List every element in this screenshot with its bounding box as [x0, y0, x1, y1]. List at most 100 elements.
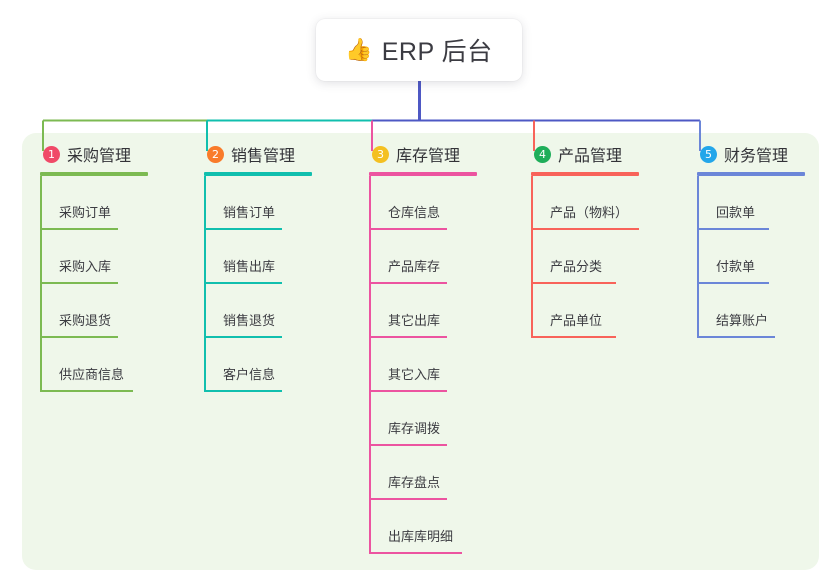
leaf-item[interactable]: 产品（物料） — [531, 176, 639, 230]
column-title-3: 库存管理 — [396, 148, 461, 165]
leaf-item[interactable]: 客户信息 — [204, 338, 312, 392]
leaf-item[interactable]: 采购入库 — [40, 230, 148, 284]
leaf-label: 产品（物料） — [550, 205, 629, 220]
leaf-label: 产品单位 — [550, 313, 603, 328]
leaf-item[interactable]: 销售退货 — [204, 284, 312, 338]
leaf-list-2: 销售订单销售出库销售退货客户信息 — [204, 176, 312, 392]
leaf-rule — [40, 390, 133, 392]
leaf-label: 回款单 — [716, 205, 756, 220]
leaf-spine-1 — [40, 176, 42, 392]
leaf-label: 付款单 — [716, 259, 756, 274]
leaf-item[interactable]: 其它入库 — [369, 338, 477, 392]
leaf-label: 采购订单 — [59, 205, 112, 220]
leaf-item[interactable]: 回款单 — [697, 176, 805, 230]
leaf-label: 销售出库 — [223, 259, 276, 274]
column-header-2[interactable]: 2 销售管理 — [204, 143, 312, 165]
leaf-rule — [531, 282, 616, 284]
leaf-rule — [531, 228, 639, 230]
leaf-item[interactable]: 库存调拨 — [369, 392, 477, 446]
leaf-item[interactable]: 仓库信息 — [369, 176, 477, 230]
leaf-item[interactable]: 付款单 — [697, 230, 805, 284]
leaf-rule — [697, 228, 769, 230]
leaf-label: 结算账户 — [716, 313, 769, 328]
leaf-spine-2 — [204, 176, 206, 392]
thumbs-up-icon: 👍 — [345, 37, 373, 62]
leaf-item[interactable]: 产品单位 — [531, 284, 639, 338]
leaf-rule — [204, 336, 282, 338]
leaf-spine-3 — [369, 176, 371, 554]
leaf-label: 供应商信息 — [59, 367, 125, 382]
leaf-list-4: 产品（物料） 产品分类产品单位 — [531, 176, 639, 338]
leaf-label: 客户信息 — [223, 367, 276, 382]
column-title-1: 采购管理 — [67, 148, 132, 165]
column-header-5[interactable]: 5 财务管理 — [697, 143, 805, 165]
leaf-rule — [369, 552, 462, 554]
column-rule-4 — [531, 172, 639, 176]
leaf-item[interactable]: 采购退货 — [40, 284, 148, 338]
leaf-item[interactable]: 销售订单 — [204, 176, 312, 230]
leaf-list-3: 仓库信息产品库存其它出库其它入库库存调拨库存盘点出库库明细 — [369, 176, 477, 554]
column-rule-1 — [40, 172, 148, 176]
leaf-item[interactable]: 供应商信息 — [40, 338, 148, 392]
column-rule-2 — [204, 172, 312, 176]
leaf-list-1: 采购订单采购入库采购退货供应商信息 — [40, 176, 148, 392]
root-node-content: 👍 ERP 后台 — [345, 32, 492, 68]
leaf-rule — [369, 336, 447, 338]
leaf-item[interactable]: 出库库明细 — [369, 500, 477, 554]
column-rule-3 — [369, 172, 477, 176]
leaf-label: 仓库信息 — [388, 205, 441, 220]
leaf-item[interactable]: 产品库存 — [369, 230, 477, 284]
leaf-rule — [40, 228, 118, 230]
root-node[interactable]: 👍 ERP 后台 — [316, 19, 522, 81]
leaf-rule — [369, 444, 447, 446]
root-node-title: ERP 后台 — [381, 38, 493, 66]
leaf-item[interactable]: 销售出库 — [204, 230, 312, 284]
leaf-label: 库存盘点 — [388, 475, 441, 490]
leaf-label: 库存调拨 — [388, 421, 441, 436]
column-4: 4 产品管理产品（物料） 产品分类产品单位 — [531, 143, 639, 338]
leaf-rule — [40, 282, 118, 284]
column-badge-4: 4 — [534, 145, 551, 163]
leaf-label: 其它出库 — [388, 313, 441, 328]
leaf-item[interactable]: 产品分类 — [531, 230, 639, 284]
leaf-item[interactable]: 结算账户 — [697, 284, 805, 338]
column-title-5: 财务管理 — [724, 148, 789, 165]
leaf-item[interactable]: 采购订单 — [40, 176, 148, 230]
leaf-spine-5 — [697, 176, 699, 338]
column-title-2: 销售管理 — [231, 148, 296, 165]
leaf-label: 产品库存 — [388, 259, 441, 274]
column-5: 5 财务管理回款单付款单结算账户 — [697, 143, 805, 338]
column-2: 2 销售管理销售订单销售出库销售退货客户信息 — [204, 143, 312, 392]
column-header-4[interactable]: 4 产品管理 — [531, 143, 639, 165]
leaf-list-5: 回款单付款单结算账户 — [697, 176, 805, 338]
column-badge-5: 5 — [700, 145, 717, 163]
leaf-label: 销售订单 — [223, 205, 276, 220]
column-badge-2: 2 — [207, 145, 224, 163]
leaf-rule — [697, 336, 775, 338]
leaf-label: 采购退货 — [59, 313, 112, 328]
leaf-label: 其它入库 — [388, 367, 441, 382]
leaf-label: 销售退货 — [223, 313, 276, 328]
leaf-label: 采购入库 — [59, 259, 112, 274]
leaf-item[interactable]: 库存盘点 — [369, 446, 477, 500]
leaf-rule — [369, 498, 447, 500]
leaf-rule — [369, 282, 447, 284]
column-rule-5 — [697, 172, 805, 176]
leaf-rule — [204, 282, 282, 284]
leaf-rule — [697, 282, 769, 284]
column-title-4: 产品管理 — [558, 148, 623, 165]
leaf-rule — [204, 228, 282, 230]
leaf-rule — [369, 390, 447, 392]
leaf-label: 出库库明细 — [388, 529, 454, 544]
leaf-label: 产品分类 — [550, 259, 603, 274]
diagram-panel — [22, 133, 819, 570]
leaf-rule — [369, 228, 447, 230]
leaf-item[interactable]: 其它出库 — [369, 284, 477, 338]
leaf-spine-4 — [531, 176, 533, 338]
leaf-rule — [531, 336, 616, 338]
